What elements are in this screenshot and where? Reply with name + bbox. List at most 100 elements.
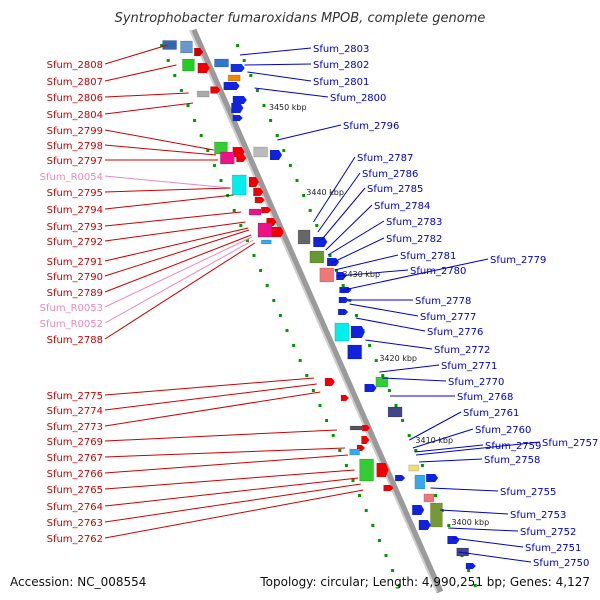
gene-label-left: Sfum_2804: [47, 110, 103, 121]
leader-line-right: [334, 254, 399, 271]
leader-line-right: [331, 237, 385, 264]
gene-label-right: Sfum_2782: [386, 234, 442, 245]
leader-line-left: [104, 383, 317, 411]
gene-feature-arrow: [223, 82, 240, 90]
gene-feature: [359, 458, 375, 482]
tick-mark-left: [259, 269, 263, 272]
tick-mark-right: [368, 344, 372, 347]
gene-feature: [219, 151, 235, 165]
tick-mark-left: [219, 179, 223, 182]
leader-line-right: [327, 220, 385, 256]
leader-line-right: [448, 527, 519, 532]
gene-feature-arrow: [376, 463, 389, 477]
gene-label-left: Sfum_2763: [47, 518, 103, 529]
gene-label-right: Sfum_2771: [441, 361, 497, 372]
leader-line-right: [419, 458, 483, 463]
leader-line-right: [313, 156, 356, 223]
gene-label-right: Sfum_2759: [485, 441, 541, 452]
gene-label-left: Sfum_2798: [47, 141, 103, 152]
leader-line-right: [247, 71, 312, 82]
tick-mark-left: [292, 344, 296, 347]
tick-mark-left: [239, 224, 243, 227]
tick-marks: [160, 44, 477, 587]
gene-label-right: Sfum_2800: [330, 93, 386, 104]
tick-mark-left: [285, 329, 289, 332]
tick-mark-right: [295, 179, 299, 182]
tick-mark-right: [275, 134, 279, 137]
leader-line-left: [104, 175, 231, 189]
tick-mark-left: [272, 299, 276, 302]
leader-line-left: [104, 454, 349, 474]
gene-feature: [347, 344, 363, 360]
gene-label-left: Sfum_2794: [47, 205, 103, 216]
tick-mark-left: [232, 209, 236, 212]
gene-feature-arrow: [361, 436, 370, 444]
scale-label: 3420 kbp: [379, 354, 417, 363]
gene-feature-arrow: [362, 425, 371, 431]
gene-feature: [253, 146, 269, 158]
gene-feature-arrow: [194, 48, 204, 56]
label-leader-lines: [104, 44, 541, 563]
leader-line-left: [104, 92, 189, 98]
tick-mark-left: [331, 434, 335, 437]
tick-mark-left: [344, 464, 348, 467]
tick-mark-right: [467, 569, 471, 572]
gene-feature-arrow: [270, 150, 282, 160]
gene-label-right: Sfum_2753: [510, 510, 566, 521]
gene-feature: [349, 448, 361, 456]
gene-label-right: Sfum_2801: [313, 77, 369, 88]
tick-mark-right: [341, 284, 345, 287]
leader-line-left: [104, 469, 355, 490]
leader-line-left: [104, 234, 252, 293]
gene-label-left: Sfum_2806: [47, 93, 103, 104]
gene-label-left: Sfum_2773: [47, 422, 103, 433]
gene-feature-arrow: [313, 237, 328, 247]
leader-line-right: [254, 87, 329, 98]
gene-feature-arrow: [236, 154, 247, 162]
gene-feature-arrow: [383, 485, 394, 491]
gene-feature: [387, 406, 403, 418]
gene-feature-arrow: [324, 378, 335, 386]
gene-label-left: Sfum_2795: [47, 188, 103, 199]
tick-mark-right: [269, 119, 273, 122]
leader-line-right: [325, 204, 373, 251]
gene-label-left: Sfum_2797: [47, 156, 103, 167]
tick-mark-right: [407, 434, 411, 437]
tick-mark-right: [394, 404, 398, 407]
gene-label-right: Sfum_2784: [374, 201, 430, 212]
gene-feature-arrow: [412, 505, 425, 515]
gene-feature: [319, 267, 335, 283]
tick-mark-right: [315, 224, 319, 227]
gene-label-right: Sfum_2776: [427, 327, 483, 338]
gene-label-left: Sfum_2789: [47, 288, 103, 299]
tick-mark-left: [160, 44, 164, 47]
leader-line-left: [104, 227, 249, 262]
gene-feature: [181, 58, 195, 72]
gene-label-right: Sfum_2751: [525, 543, 581, 554]
tick-mark-right: [447, 524, 451, 527]
gene-feature-arrow: [447, 536, 460, 544]
leader-line-right: [440, 509, 509, 515]
tick-mark-left: [364, 509, 368, 512]
tick-mark-right: [255, 89, 259, 92]
leader-line-right: [430, 487, 499, 492]
gene-label-right: Sfum_2787: [357, 153, 413, 164]
tick-mark-right: [308, 209, 312, 212]
gene-feature: [423, 493, 435, 503]
leader-line-left: [104, 447, 345, 458]
scale-label: 3430 kbp: [342, 270, 380, 279]
leader-line-right: [244, 63, 312, 66]
scale-label: 3450 kbp: [269, 103, 307, 112]
gene-label-left: Sfum_2765: [47, 485, 103, 496]
leader-line-left: [104, 242, 255, 340]
gene-label-right: Sfum_2772: [434, 345, 490, 356]
tick-mark-right: [354, 314, 358, 317]
gene-feature: [227, 74, 241, 82]
gene-feature-arrow: [210, 86, 221, 94]
gene-labels: Sfum_2808Sfum_2807Sfum_2806Sfum_2804Sfum…: [40, 44, 599, 569]
gene-label-right: Sfum_2760: [475, 425, 531, 436]
gene-label-right: Sfum_2758: [484, 455, 540, 466]
tick-mark-left: [351, 479, 355, 482]
tick-mark-right: [328, 254, 332, 257]
